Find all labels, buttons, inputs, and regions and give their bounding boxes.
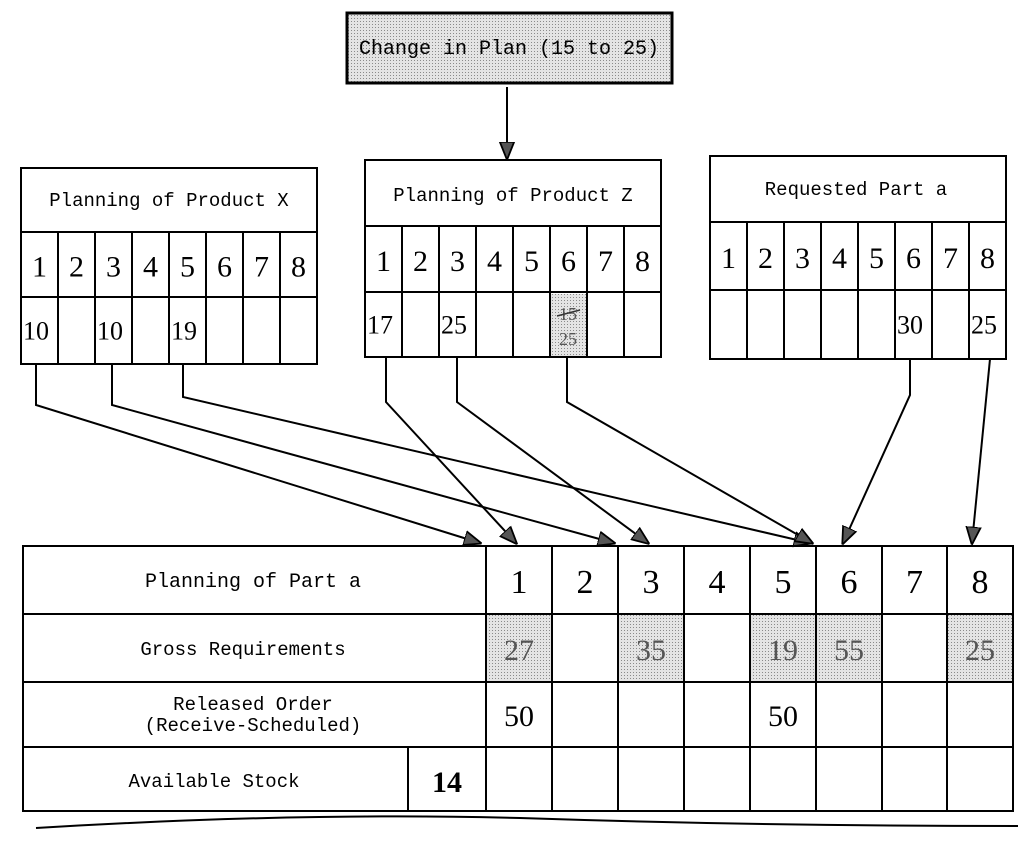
gross-cell-shade — [487, 615, 551, 681]
requested-part-a-period-7: 7 — [943, 242, 958, 275]
part-a-period-1: 1 — [511, 564, 528, 601]
product-x-period-7: 7 — [254, 251, 269, 284]
requested-part-a-period-3: 3 — [795, 242, 810, 275]
connector-arrow — [972, 358, 991, 543]
connector-arrow — [111, 364, 614, 543]
gross-cell-shade — [751, 615, 815, 681]
gross-requirement-3: 35 — [636, 634, 666, 667]
product-z-changed-cell — [550, 294, 586, 356]
part-a-period-5: 5 — [775, 564, 792, 601]
requested-part-a-period-4: 4 — [832, 242, 847, 275]
product-z-title: Planning of Product Z — [393, 185, 632, 207]
product-x-period-5: 5 — [180, 251, 195, 284]
new-value: 25 — [559, 329, 577, 349]
gross-cell-shade — [948, 615, 1012, 681]
connector-arrows — [35, 357, 991, 543]
gross-cell-shade — [817, 615, 881, 681]
part-a-title: Planning of Part a — [145, 571, 361, 594]
part-a-table: Planning of Part a Gross Requirements Re… — [22, 545, 1014, 812]
connector-arrow — [182, 364, 810, 543]
available-stock-label: Available Stock — [128, 771, 299, 793]
requested-part-a-title: Requested Part a — [765, 179, 947, 201]
product-x-period-3: 3 — [106, 251, 121, 284]
gross-requirement-8: 25 — [965, 634, 995, 667]
part-a-period-6: 6 — [841, 564, 858, 601]
part-a-period-4: 4 — [709, 564, 726, 601]
connector-arrow — [456, 357, 648, 543]
part-a-period-2: 2 — [577, 564, 594, 601]
change-in-plan-label: Change in Plan (15 to 25) — [359, 38, 659, 61]
product-x-title: Planning of Product X — [49, 190, 289, 212]
requested-part-a-value-8: 25 — [971, 311, 997, 340]
product-z-period-4: 4 — [487, 245, 502, 278]
requested-part-a-period-6: 6 — [906, 242, 921, 275]
product-z-value-1: 17 — [367, 311, 393, 340]
requested-part-a-period-2: 2 — [758, 242, 773, 275]
product-x-period-6: 6 — [217, 251, 232, 284]
gross-requirement-5: 19 — [768, 634, 798, 667]
connector-arrow — [566, 357, 812, 543]
released-order-label: Released Order — [173, 694, 333, 716]
strike-through — [556, 309, 581, 317]
receive-scheduled-label: (Receive-Scheduled) — [145, 715, 362, 737]
product-z-period-6: 6 — [561, 245, 576, 278]
product-x-value-3: 10 — [97, 317, 123, 346]
product-z-period-7: 7 — [598, 245, 613, 278]
initial-stock-value: 14 — [432, 766, 462, 799]
product-z-change-values: 15 25 — [556, 304, 581, 349]
requested-part-a-value-6: 30 — [897, 311, 923, 340]
product-z-period-8: 8 — [635, 245, 650, 278]
released-order-5: 50 — [768, 700, 798, 733]
connector-arrow — [35, 364, 480, 543]
product-x-value-5: 19 — [171, 317, 197, 346]
part-a-period-8: 8 — [972, 564, 989, 601]
gross-requirement-1: 27 — [504, 634, 534, 667]
requested-part-a-period-1: 1 — [721, 242, 736, 275]
gross-requirements-label: Gross Requirements — [140, 639, 345, 661]
gross-cell-shade — [619, 615, 683, 681]
product-z-period-2: 2 — [413, 245, 428, 278]
part-a-period-7: 7 — [906, 564, 923, 601]
product-x-period-8: 8 — [291, 251, 306, 284]
product-z-period-1: 1 — [376, 245, 391, 278]
product-x-value-1: 10 — [23, 317, 49, 346]
change-in-plan-box: Change in Plan (15 to 25) — [345, 11, 674, 85]
released-order-1: 50 — [504, 700, 534, 733]
old-value: 15 — [559, 304, 577, 324]
product-z-period-3: 3 — [450, 245, 465, 278]
requested-part-a-period-5: 5 — [869, 242, 884, 275]
product-x-period-2: 2 — [69, 251, 84, 284]
part-a-period-3: 3 — [643, 564, 660, 601]
product-x-period-1: 1 — [32, 251, 47, 284]
product-z-period-5: 5 — [524, 245, 539, 278]
requested-part-a-period-8: 8 — [980, 242, 995, 275]
connector-arrow — [385, 357, 516, 543]
connector-arrow — [843, 359, 911, 543]
gross-requirement-6: 55 — [834, 634, 864, 667]
product-z-value-3: 25 — [441, 311, 467, 340]
product-x-period-4: 4 — [143, 251, 158, 284]
torn-edge — [35, 815, 1019, 829]
